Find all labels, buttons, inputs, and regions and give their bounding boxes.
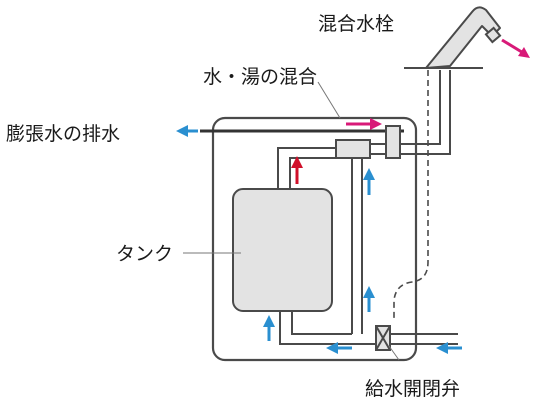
cold-flow-arrows: [176, 125, 462, 354]
supply-valve: [375, 325, 391, 351]
mixing-leader: [317, 81, 341, 119]
valve-leader: [388, 345, 400, 361]
outlet-coupling: [385, 125, 401, 159]
supply-valve-label: 給水開閉弁: [365, 378, 460, 400]
hot-outlet-pipe: [277, 147, 338, 189]
cold-bypass-riser: [351, 158, 363, 334]
faucet-label: 混合水栓: [318, 13, 394, 35]
inner-supply-dashed: [393, 70, 429, 320]
faucet: [404, 6, 502, 69]
faucet-spout-tip: [484, 26, 502, 44]
mixing-label: 水・湯の混合: [203, 66, 317, 88]
cold-inlet-pipe: [279, 311, 380, 345]
expansion-drain-label: 膨張水の排水: [6, 123, 120, 145]
tank-label: タンク: [116, 243, 173, 265]
inner-tank: [232, 188, 333, 312]
outflow-arrow-head: [518, 47, 530, 58]
mixed-flow-arrow: [346, 118, 382, 130]
hot-flow-arrow: [291, 156, 303, 184]
mixing-valve: [335, 139, 371, 159]
